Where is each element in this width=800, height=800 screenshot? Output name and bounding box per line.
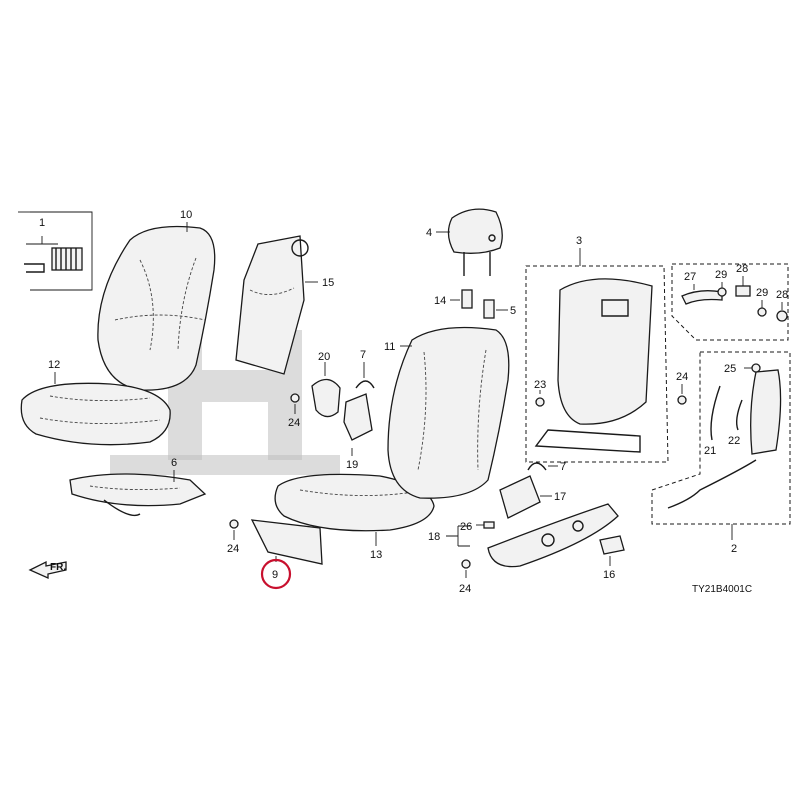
label-part-29-upper[interactable]: 29 xyxy=(715,269,727,281)
screw-part-23[interactable] xyxy=(535,390,545,407)
part-number-labels: 1 2 3 4 5 6 7 7 9 10 11 12 13 14 15 16 1… xyxy=(39,209,788,595)
label-part-1[interactable]: 1 xyxy=(39,217,45,229)
seat-heater-part-6[interactable] xyxy=(69,470,207,517)
cushion-cover-part-12[interactable] xyxy=(20,372,171,446)
label-part-4[interactable]: 4 xyxy=(426,227,432,239)
clip-part-29-upper[interactable] xyxy=(717,282,727,297)
label-part-7-upper[interactable]: 7 xyxy=(360,349,366,361)
label-part-21[interactable]: 21 xyxy=(704,445,716,457)
bracket-part-17[interactable] xyxy=(499,475,552,519)
screw-part-24-left[interactable] xyxy=(290,393,300,414)
cap-part-16[interactable] xyxy=(599,535,625,566)
label-part-22[interactable]: 22 xyxy=(728,435,740,447)
seatback-frame-box-part-3[interactable] xyxy=(525,248,669,463)
label-part-27[interactable]: 27 xyxy=(684,271,696,283)
handle-box xyxy=(671,263,789,341)
label-part-26[interactable]: 26 xyxy=(460,521,472,533)
cushion-pad-part-13[interactable] xyxy=(274,473,435,546)
label-part-28-upper[interactable]: 28 xyxy=(736,263,748,275)
knob-part-20[interactable] xyxy=(311,362,341,418)
label-part-20[interactable]: 20 xyxy=(318,351,330,363)
label-part-3[interactable]: 3 xyxy=(576,235,582,247)
guide-part-5[interactable] xyxy=(483,299,508,319)
clip-part-7-upper[interactable] xyxy=(355,362,375,389)
cap-part-28-lower[interactable] xyxy=(776,302,788,322)
label-part-15[interactable]: 15 xyxy=(322,277,334,289)
label-part-9[interactable]: 9 xyxy=(272,569,278,581)
seatback-cover-part-10[interactable] xyxy=(97,222,216,391)
screw-part-24-bottom-left[interactable] xyxy=(229,519,239,540)
label-part-19[interactable]: 19 xyxy=(346,459,358,471)
harness-part-21[interactable] xyxy=(667,385,757,509)
label-part-24-bottom-mid[interactable]: 24 xyxy=(459,583,471,595)
front-direction-arrow xyxy=(28,560,67,580)
side-trim-part-9[interactable] xyxy=(250,519,323,590)
guide-part-14[interactable] xyxy=(450,289,473,309)
label-part-6[interactable]: 6 xyxy=(171,457,177,469)
label-part-13[interactable]: 13 xyxy=(370,549,382,561)
headrest-part-4[interactable] xyxy=(436,208,503,276)
clip-part-29-lower[interactable] xyxy=(757,300,767,317)
label-part-7-lower[interactable]: 7 xyxy=(560,461,566,473)
clip-set-part-1[interactable] xyxy=(18,211,93,291)
screw-part-24-right[interactable] xyxy=(677,384,687,405)
drawing-code: TY21B4001C xyxy=(692,584,752,595)
screw-part-25[interactable] xyxy=(744,363,761,373)
screw-part-26[interactable] xyxy=(476,521,495,529)
label-part-16[interactable]: 16 xyxy=(603,569,615,581)
label-part-5[interactable]: 5 xyxy=(510,305,516,317)
airbag-box-part-2[interactable] xyxy=(651,351,791,540)
label-part-24-bottom-left[interactable]: 24 xyxy=(227,543,239,555)
front-direction-label: FR. xyxy=(50,562,66,573)
handle-part-27[interactable] xyxy=(681,284,723,305)
label-part-29-lower[interactable]: 29 xyxy=(756,287,768,299)
label-part-2[interactable]: 2 xyxy=(731,543,737,555)
bracket-part-19[interactable] xyxy=(343,393,373,456)
clip-part-7-lower[interactable] xyxy=(527,462,558,471)
label-part-24-left[interactable]: 24 xyxy=(288,417,300,429)
part-9-highlight-ring xyxy=(260,558,292,590)
module-part-22[interactable] xyxy=(750,369,782,455)
side-cover-part-18[interactable] xyxy=(446,503,619,568)
label-part-23[interactable]: 23 xyxy=(534,379,546,391)
label-part-11[interactable]: 11 xyxy=(384,341,395,353)
label-part-18[interactable]: 18 xyxy=(428,531,440,543)
label-part-24-right[interactable]: 24 xyxy=(676,371,688,383)
label-part-12[interactable]: 12 xyxy=(48,359,60,371)
screw-part-24-bottom-mid[interactable] xyxy=(461,559,471,578)
label-part-28-lower[interactable]: 28 xyxy=(776,289,788,301)
seatback-pad-part-15[interactable] xyxy=(235,235,318,375)
label-part-17[interactable]: 17 xyxy=(554,491,566,503)
seatback-cover-part-11[interactable] xyxy=(387,326,510,499)
label-part-10[interactable]: 10 xyxy=(180,209,192,221)
label-part-14[interactable]: 14 xyxy=(434,295,446,307)
cap-part-28-upper[interactable] xyxy=(735,276,751,297)
label-part-25[interactable]: 25 xyxy=(724,363,736,375)
